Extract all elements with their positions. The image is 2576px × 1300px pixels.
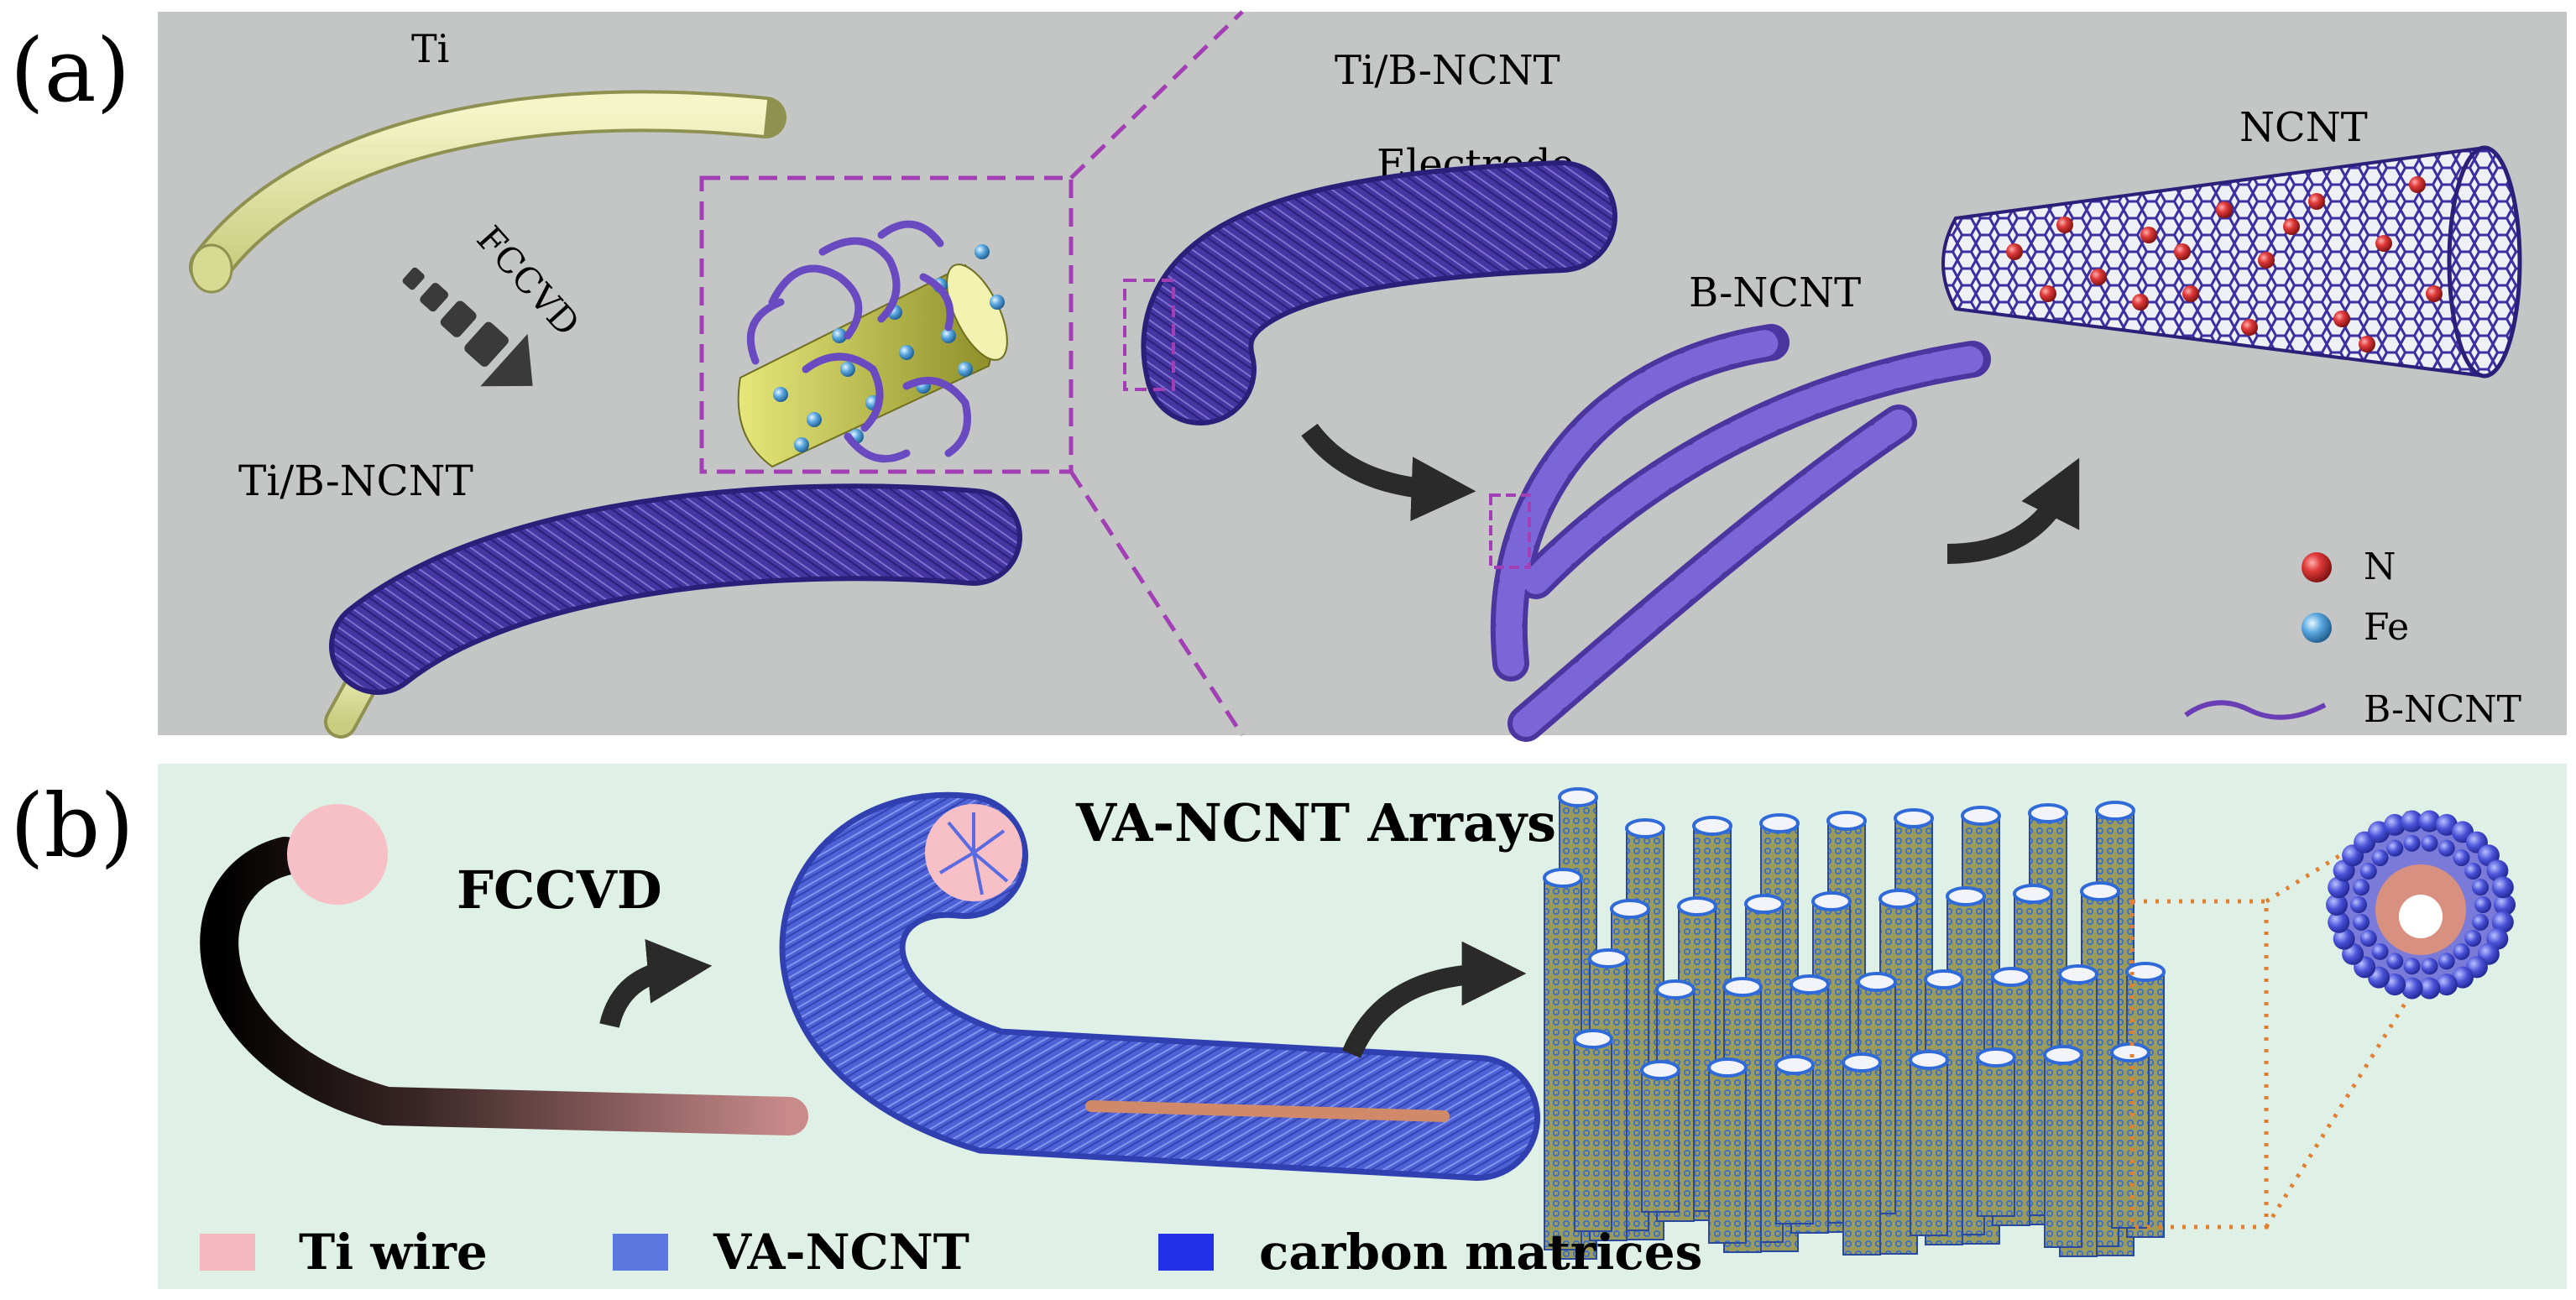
bncnt-zoom-box: [1489, 493, 1531, 569]
zoom-line-top: [1069, 10, 1244, 180]
array-zoom-box: [2129, 899, 2269, 1230]
ncnt-lattice-tube: [1941, 145, 2522, 379]
legend-fe-swatch: [2302, 613, 2332, 643]
panel-b-label: (b): [10, 775, 134, 877]
legend-carbon-matrices-label: carbon matrices: [1259, 1224, 1702, 1281]
electrode-brush: [1141, 160, 1617, 426]
ti-wire: [189, 90, 786, 294]
arrow-to-ncnt: [1946, 457, 2080, 564]
zoom-dot-line-top: [2265, 810, 2411, 904]
legend-n-swatch: [2302, 552, 2332, 582]
zoom-line-bottom: [1069, 470, 1245, 737]
legend-fe-label: Fe: [2364, 606, 2409, 649]
va-ncnt-coated-wire: [779, 791, 1540, 1181]
legend-b: Ti wire VA-NCNT carbon matrices: [200, 1224, 1702, 1281]
panel-a-label: (a): [10, 19, 130, 122]
ti-wire-cross-section: [287, 804, 388, 905]
magnify-box: [699, 175, 1074, 474]
legend-va-ncnt-swatch: [613, 1234, 668, 1271]
legend-n-label: N: [2364, 546, 2396, 588]
ti-label: Ti: [411, 26, 449, 71]
zoom-dot-line-bottom: [2264, 995, 2411, 1229]
electrode-zoom-box: [1123, 279, 1175, 391]
legend-va-ncnt-label: VA-NCNT: [713, 1224, 969, 1281]
ti-wire-b: [200, 804, 808, 1136]
legend-bncnt-swatch: [2184, 700, 2327, 720]
bncnt-tubes: [1490, 324, 1991, 742]
ti-bncnt-label-left: Ti/B-NCNT: [238, 457, 473, 505]
arrow-b-1: [599, 939, 713, 1029]
ncnt-label: NCNT: [2239, 104, 2368, 151]
legend-carbon-matrices-swatch: [1158, 1234, 1214, 1271]
bncnt-label: B-NCNT: [1689, 269, 1861, 316]
va-ncnt-array: [1543, 787, 2166, 1260]
panel-a: (a) Ti FCCVD Ti/B-NCNT: [10, 10, 2567, 742]
legend-bncnt-label: B-NCNT: [2364, 688, 2521, 731]
ti-bncnt-wire: [324, 483, 1022, 739]
fccvd-label-b: FCCVD: [457, 859, 662, 921]
panel-b: (b) FCCVD VA-NCNT Arrays: [10, 764, 2567, 1289]
arrow-to-bncnt: [1301, 423, 1476, 521]
arrays-label: VA-NCNT Arrays: [1075, 792, 1556, 854]
catalyst-cone: [737, 220, 1008, 468]
legend-a: N Fe B-NCNT: [2184, 546, 2521, 731]
ncnt-ring-cross-section: [2326, 810, 2516, 1000]
legend-ti-wire-swatch: [200, 1234, 255, 1271]
fccvd-stepped-arrow: [402, 267, 533, 387]
arrow-b-2: [1341, 941, 1527, 1058]
ti-bncnt-label-top: Ti/B-NCNT: [1335, 47, 1560, 94]
legend-ti-wire-label: Ti wire: [299, 1224, 488, 1281]
